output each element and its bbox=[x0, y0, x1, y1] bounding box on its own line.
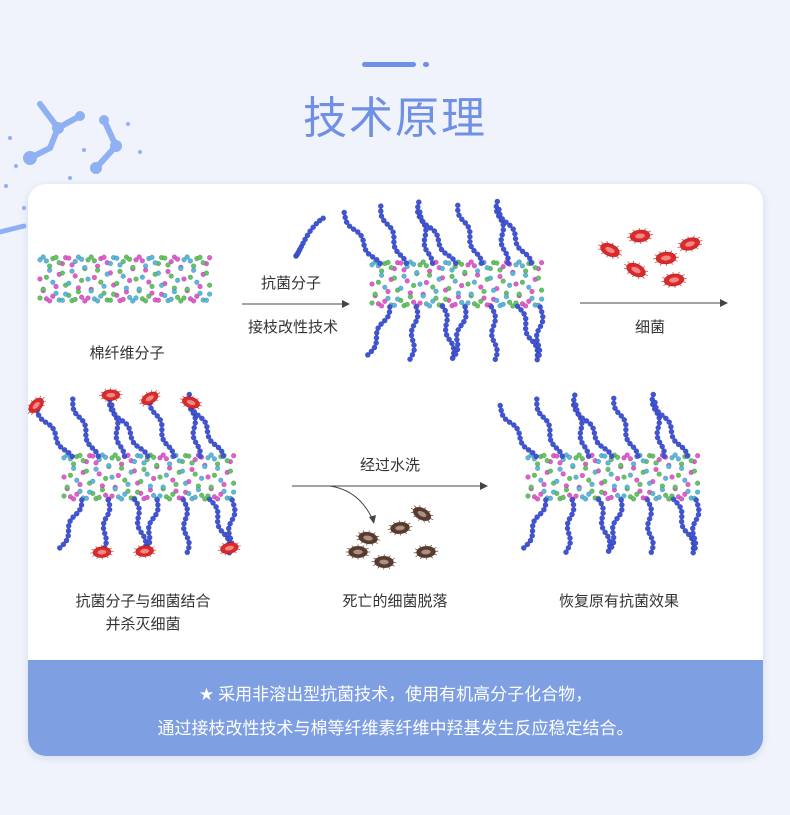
page-title: 技术原理 bbox=[303, 93, 487, 144]
graft-arrow-head bbox=[342, 300, 350, 308]
bacteria-icon bbox=[597, 228, 703, 288]
bacteria-arrow-head bbox=[720, 299, 728, 307]
molecule-decoration-icon bbox=[0, 101, 142, 235]
diagram-art bbox=[28, 198, 728, 570]
principle-card: 棉纤维分子 抗菌分子 接枝改性技术 细菌 经过水洗 抗菌分子与细菌结合 并杀灭细… bbox=[28, 184, 763, 756]
cotton-fiber-molecule bbox=[37, 254, 213, 304]
label-washing: 经过水洗 bbox=[359, 456, 420, 474]
label-graft-modification: 接枝改性技术 bbox=[247, 318, 338, 336]
fall-arrow bbox=[329, 485, 373, 519]
antibacterial-molecule-icon bbox=[293, 215, 327, 259]
label-restore: 恢复原有抗菌效果 bbox=[558, 592, 679, 610]
star-icon: ★ bbox=[198, 685, 215, 705]
label-bacteria-binding: 抗菌分子与细菌结合 并杀灭细菌 bbox=[58, 590, 228, 636]
label-bacteria: 细菌 bbox=[634, 318, 665, 336]
label-cotton-molecule: 棉纤维分子 bbox=[89, 344, 165, 362]
dead-bacteria-icon bbox=[345, 505, 439, 570]
bound-bacteria-molecule bbox=[28, 387, 241, 560]
restored-fiber-molecule bbox=[497, 391, 702, 556]
title-accent-dot bbox=[423, 62, 429, 67]
label-bacteria-binding-line2: 并杀灭细菌 bbox=[105, 615, 181, 633]
footer-line1-text: 采用非溶出型抗菌技术，使用有机高分子化合物， bbox=[218, 685, 593, 705]
grafted-fiber-molecule bbox=[341, 198, 546, 363]
footer-line2: 通过接枝改性技术与棉等纤维素纤维中羟基发生反应稳定结合。 bbox=[157, 719, 634, 739]
footer-line1: ★采用非溶出型抗菌技术，使用有机高分子化合物， bbox=[28, 680, 763, 705]
footer-banner: ★采用非溶出型抗菌技术，使用有机高分子化合物， 通过接枝改性技术与棉等纤维素纤维… bbox=[28, 660, 763, 756]
wash-arrow-head bbox=[480, 482, 488, 490]
fall-arrow-head bbox=[369, 515, 376, 524]
label-bacteria-binding-line1: 抗菌分子与细菌结合 bbox=[75, 592, 211, 610]
label-dead-bacteria: 死亡的细菌脱落 bbox=[342, 592, 448, 610]
title-accent-bar bbox=[362, 62, 416, 67]
label-antibacterial-molecule: 抗菌分子 bbox=[260, 274, 321, 292]
